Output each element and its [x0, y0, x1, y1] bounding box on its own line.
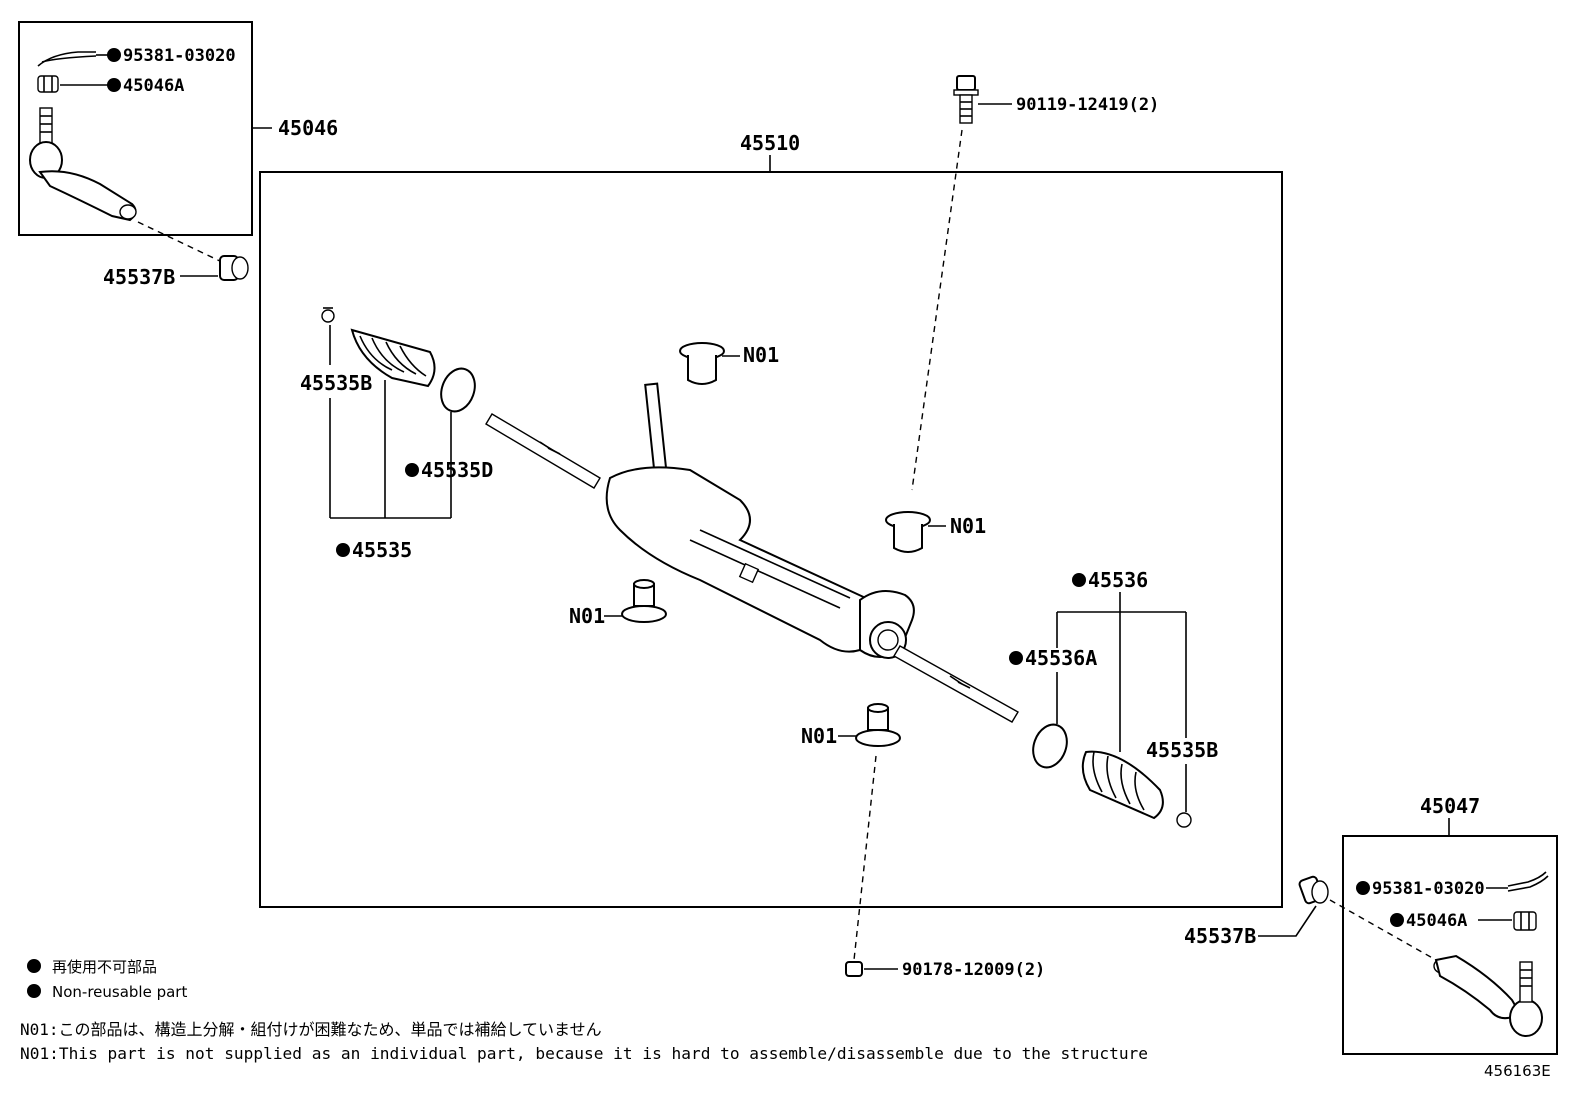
lock-nut-45537b-right-icon [1298, 875, 1329, 905]
legend-en: Non-reusable part [52, 983, 187, 1001]
cotter-pin-right-icon [1507, 871, 1549, 892]
nonreusable-dot-icon [1356, 881, 1370, 895]
legend-dot-icon [27, 984, 41, 998]
tie-rod-end-right-icon [1433, 954, 1543, 1037]
lock-nut-45537b-left-icon [219, 255, 249, 281]
tie-rod-end-left-icon [29, 107, 137, 222]
nonreusable-dot-icon [405, 463, 419, 477]
bushing-n01-d-icon [855, 703, 901, 747]
label-45537b-right: 45537B [1184, 924, 1256, 948]
cotter-pin-left-icon [37, 51, 97, 67]
label-45536a-right: 45536A [1025, 646, 1097, 670]
clamp-45535b-right-icon [1176, 812, 1192, 828]
label-45535-boot-kit: 45535 [352, 538, 412, 562]
clamp-45535b-left-icon [321, 307, 335, 323]
nut-bottom-icon [845, 961, 863, 977]
legend-jp: 再使用不可部品 [52, 958, 157, 976]
tie-rod-end-right-box [1342, 835, 1558, 1055]
label-45535b-right: 45535B [1146, 738, 1218, 762]
nonreusable-dot-icon [1390, 913, 1404, 927]
label-45510: 45510 [740, 131, 800, 155]
label-n01-b: N01 [950, 514, 986, 538]
label-45535b-left: 45535B [300, 371, 372, 395]
castle-nut-left-icon [37, 75, 59, 93]
label-n01-d: N01 [801, 724, 837, 748]
diagram-id: 456163E [1484, 1062, 1551, 1080]
label-cotter-left: 95381-03020 [123, 46, 236, 66]
nonreusable-dot-icon [1009, 651, 1023, 665]
label-45047: 45047 [1420, 794, 1480, 818]
label-n01-c: N01 [569, 604, 605, 628]
label-cotter-right: 95381-03020 [1372, 879, 1485, 899]
bolt-top-icon [953, 75, 979, 124]
clamp-45536a-right-icon [1032, 723, 1068, 769]
label-nut-left: 45046A [123, 76, 184, 96]
label-bolt-top: 90119-12419(2) [1016, 95, 1159, 115]
castle-nut-right-icon [1513, 911, 1537, 931]
label-n01-a: N01 [743, 343, 779, 367]
steering-gear-assembly-box [259, 171, 1283, 908]
nonreusable-dot-icon [107, 78, 121, 92]
nonreusable-dot-icon [107, 48, 121, 62]
bushing-n01-a-icon [679, 342, 725, 385]
label-45535d-left: 45535D [421, 458, 493, 482]
rack-boot-left-icon [350, 328, 436, 388]
label-45536-boot-kit: 45536 [1088, 568, 1148, 592]
bushing-n01-c-icon [621, 579, 667, 623]
nonreusable-dot-icon [336, 543, 350, 557]
rack-boot-right-icon [1081, 750, 1164, 820]
legend-dot-icon [27, 959, 41, 973]
label-nut-bottom: 90178-12009(2) [902, 960, 1045, 980]
note-jp: N01:この部品は、構造上分解・組付けが困難なため、単品では補給していません [20, 1020, 602, 1039]
clamp-45535d-left-icon [440, 367, 476, 413]
label-nut-right: 45046A [1406, 911, 1467, 931]
note-en: N01:This part is not supplied as an indi… [20, 1044, 1148, 1063]
label-45537b-left: 45537B [103, 265, 175, 289]
label-45046: 45046 [278, 116, 338, 140]
nonreusable-dot-icon [1072, 573, 1086, 587]
bushing-n01-b-icon [885, 511, 931, 553]
steering-rack-body-icon [485, 382, 1019, 723]
